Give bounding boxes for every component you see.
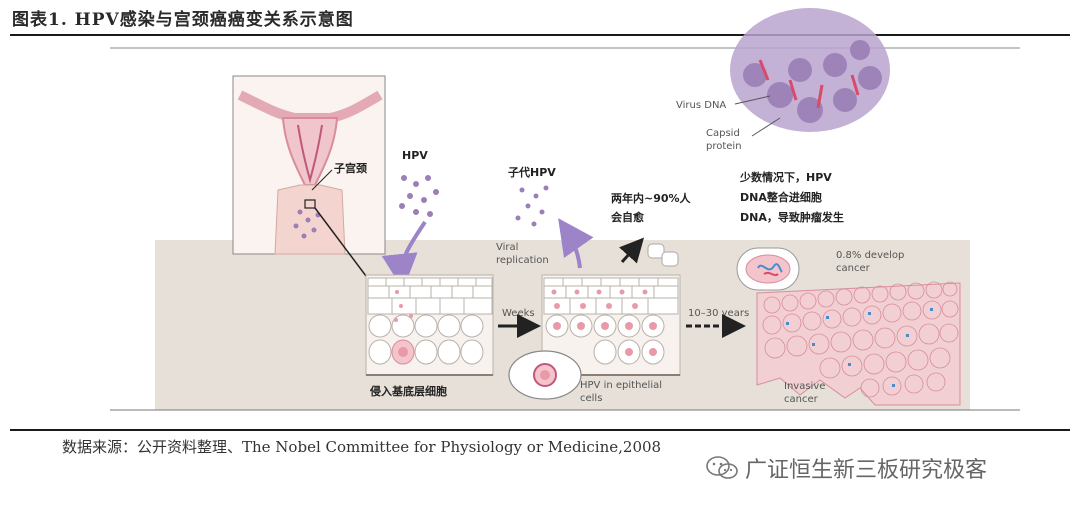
source-note: 数据来源：公开资料整理、The Nobel Committee for Phys… bbox=[62, 436, 661, 457]
virus-particle bbox=[730, 8, 890, 132]
self-heal-line-1: 两年内~90%人 bbox=[611, 191, 692, 205]
integrate-line-2: DNA整合进细胞 bbox=[740, 190, 822, 204]
cancer-cell-zoom bbox=[737, 248, 799, 290]
develop-cancer-label: cancer bbox=[836, 263, 871, 274]
infected-cell-zoom bbox=[509, 351, 581, 399]
hpv-label: HPV bbox=[402, 149, 428, 162]
self-heal-line-2: 会自愈 bbox=[611, 210, 645, 224]
cervix-label: 子宫颈 bbox=[334, 161, 367, 175]
viral-label: Viral bbox=[496, 242, 518, 253]
hpv-epithelial-cells-label: cells bbox=[580, 393, 602, 404]
weeks-label: Weeks bbox=[502, 308, 535, 319]
hpv-virions bbox=[399, 175, 439, 217]
progeny-hpv-label: 子代HPV bbox=[508, 165, 556, 179]
years-label: 10–30 years bbox=[688, 308, 749, 319]
progeny-virions bbox=[516, 186, 549, 227]
capsid-label: Capsid bbox=[706, 128, 740, 139]
integrate-line-1: 少数情况下，HPV bbox=[739, 170, 832, 184]
invasive-label: Invasive bbox=[784, 381, 825, 392]
hpv-cancer-diagram: Virus DNA Capsid protein 子宫颈 HPV 子代HPV V… bbox=[0, 0, 1080, 430]
protein-label: protein bbox=[706, 141, 742, 152]
virus-dna-label: Virus DNA bbox=[676, 100, 726, 111]
integrate-line-3: DNA，导致肿瘤发生 bbox=[740, 210, 844, 224]
develop-label: 0.8% develop bbox=[836, 250, 904, 261]
hpv-epithelial-label: HPV in epithelial bbox=[580, 380, 662, 391]
wechat-icon bbox=[705, 455, 739, 481]
replication-label: replication bbox=[496, 255, 549, 266]
watermark-text: 广证恒生新三板研究极客 bbox=[745, 452, 987, 484]
invade-basal-label: 侵入基底层细胞 bbox=[369, 384, 447, 398]
tissue-block-initial bbox=[366, 275, 493, 375]
watermark: 广证恒生新三板研究极客 bbox=[705, 452, 987, 484]
invasive-cancer-label: cancer bbox=[784, 394, 819, 405]
